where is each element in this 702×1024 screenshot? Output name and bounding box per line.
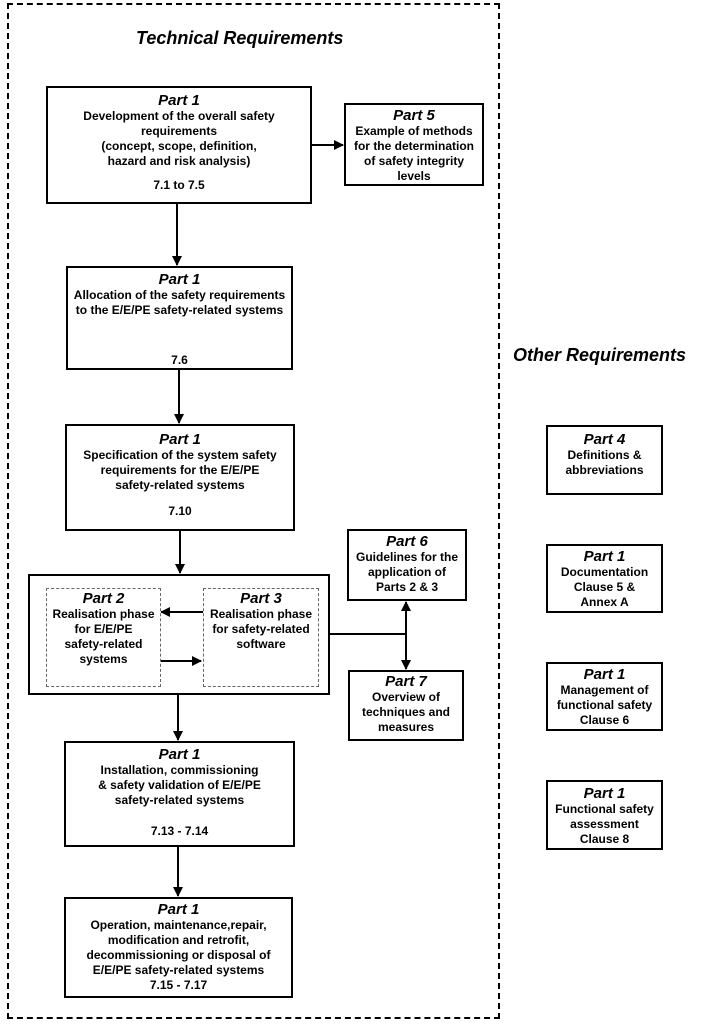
box-text: Specification of the system safety — [83, 448, 277, 462]
clause-reference: 7.13 - 7.14 — [150, 824, 209, 838]
part-label: Part 7 — [385, 673, 427, 690]
box-development-safety-requirements: Part 1 Development of the overall safety… — [46, 86, 312, 204]
clause-reference: 7.15 - 7.17 — [149, 978, 208, 992]
part-label: Part 1 — [583, 785, 626, 802]
part-label: Part 1 — [158, 746, 201, 763]
box-text: assessment — [570, 817, 639, 831]
clause-reference: 7.10 — [168, 504, 192, 518]
part-label: Part 4 — [583, 431, 626, 448]
part-label: Part 1 — [159, 431, 201, 448]
box-text: software — [236, 637, 286, 651]
box-text: (concept, scope, definition, — [101, 139, 257, 153]
clause-reference: 7.1 to 7.5 — [153, 178, 205, 192]
box-text: Operation, maintenance,repair, — [90, 918, 267, 932]
part-label: Part 2 — [82, 590, 125, 607]
box-text: of safety integrity — [363, 154, 465, 168]
box-text: Clause 8 — [579, 832, 630, 846]
box-text: Realisation phase — [209, 607, 313, 621]
box-part2-realisation-ee-pe: Part 2 Realisation phase for E/E/PE safe… — [46, 588, 161, 687]
part-label: Part 1 — [583, 548, 626, 565]
part-label: Part 1 — [158, 92, 200, 109]
box-part7-techniques-measures: Part 7 Overview of techniques and measur… — [348, 670, 464, 741]
box-text: for safety-related — [212, 622, 310, 636]
box-text: Documentation — [560, 565, 649, 579]
box-text: requirements for the E/E/PE — [100, 463, 260, 477]
box-text: measures — [377, 720, 435, 734]
box-text: levels — [397, 169, 431, 183]
box-text: Management of — [560, 683, 649, 697]
part-label: Part 5 — [393, 107, 435, 124]
part-label: Part 6 — [386, 533, 428, 550]
box-text: to the E/E/PE safety-related systems — [75, 303, 284, 317]
box-text: decommissioning or disposal of — [86, 948, 271, 962]
box-specification-system-safety: Part 1 Specification of the system safet… — [65, 424, 295, 531]
box-part5-methods: Part 5 Example of methods for the determ… — [344, 103, 484, 186]
box-functional-safety-assessment: Part 1 Functional safety assessment Clau… — [546, 780, 663, 850]
part-label: Part 1 — [157, 901, 200, 918]
box-text: Definitions & — [567, 448, 642, 462]
box-installation-commissioning: Part 1 Installation, commissioning & saf… — [64, 741, 295, 847]
part-label: Part 1 — [583, 666, 626, 683]
other-requirements-title: Other Requirements — [513, 345, 687, 365]
box-text: Parts 2 & 3 — [375, 580, 439, 594]
box-text: for E/E/PE — [74, 622, 133, 636]
box-text: safety-related systems — [115, 478, 245, 492]
technical-requirements-frame — [7, 3, 500, 1019]
box-text: E/E/PE safety-related systems — [92, 963, 265, 977]
box-operation-maintenance: Part 1 Operation, maintenance,repair, mo… — [64, 897, 293, 998]
part-label: Part 3 — [240, 590, 282, 607]
technical-requirements-title: Technical Requirements — [136, 28, 344, 48]
box-allocation-safety-requirements: Part 1 Allocation of the safety requirem… — [66, 266, 293, 370]
realisation-group-frame — [28, 574, 330, 695]
box-text: abbreviations — [565, 463, 644, 477]
box-management-functional-safety: Part 1 Management of functional safety C… — [546, 662, 663, 731]
box-text: Clause 6 — [579, 713, 630, 727]
box-text: for the determination — [353, 139, 474, 153]
box-text: Allocation of the safety requirements — [73, 288, 286, 302]
box-documentation: Part 1 Documentation Clause 5 & Annex A — [546, 544, 663, 613]
box-text: modification and retrofit, — [107, 933, 250, 947]
box-part4-definitions: Part 4 Definitions & abbreviations — [546, 425, 663, 495]
box-text: Overview of — [371, 690, 441, 704]
box-text: systems — [79, 652, 128, 666]
box-text: Example of methods — [355, 124, 473, 138]
box-text: requirements — [140, 124, 218, 138]
box-part6-guidelines: Part 6 Guidelines for the application of… — [347, 529, 467, 601]
box-text: & safety validation of E/E/PE — [98, 778, 261, 792]
box-text: safety-related systems — [114, 793, 245, 807]
box-text: Clause 5 & — [573, 580, 636, 594]
box-text: Development of the overall safety — [83, 109, 275, 123]
box-text: application of — [368, 565, 446, 579]
box-text: hazard and risk analysis) — [107, 154, 251, 168]
box-text: Functional safety — [555, 802, 654, 816]
box-text: safety-related — [64, 637, 143, 651]
box-text: Realisation phase — [52, 607, 155, 621]
part-label: Part 1 — [158, 271, 201, 288]
clause-reference: 7.6 — [171, 353, 188, 367]
box-text: functional safety — [556, 698, 653, 712]
box-part3-realisation-software: Part 3 Realisation phase for safety-rela… — [203, 588, 319, 687]
box-text: Installation, commissioning — [100, 763, 259, 777]
box-text: Annex A — [580, 595, 629, 609]
box-text: Guidelines for the — [355, 550, 458, 564]
box-text: techniques and — [361, 705, 450, 719]
